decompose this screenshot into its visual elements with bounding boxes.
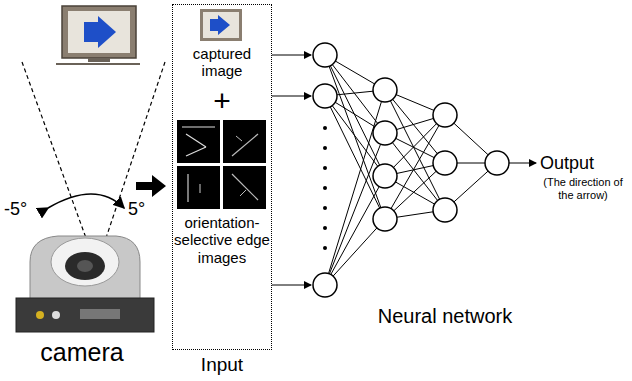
angle-label: -5° — [4, 199, 44, 220]
camera-icon — [16, 236, 154, 332]
image-caption: orientation-selective edge images — [172, 214, 272, 266]
neurons — [313, 43, 509, 297]
view-line — [106, 62, 165, 238]
output-note: (The direction of the arrow) — [536, 176, 630, 201]
group-title: Input — [172, 354, 272, 376]
captured-image-thumbnail — [200, 9, 242, 41]
angle-label: 5° — [128, 199, 158, 220]
plus-sign: + — [172, 84, 272, 119]
image-caption: captured image — [172, 45, 272, 80]
network-label: Neural network — [350, 305, 540, 328]
network-connections — [272, 55, 536, 285]
input-group: captured image + orientation-selective edg… — [172, 4, 272, 381]
view-line — [22, 62, 86, 238]
ellipsis-dots — [323, 126, 327, 250]
monitor-icon — [56, 6, 140, 64]
output-label: Output — [540, 153, 630, 174]
edge-images — [177, 120, 266, 209]
rotation-arrow — [48, 194, 124, 208]
flow-arrow — [136, 175, 166, 197]
device-label: camera — [2, 338, 162, 367]
